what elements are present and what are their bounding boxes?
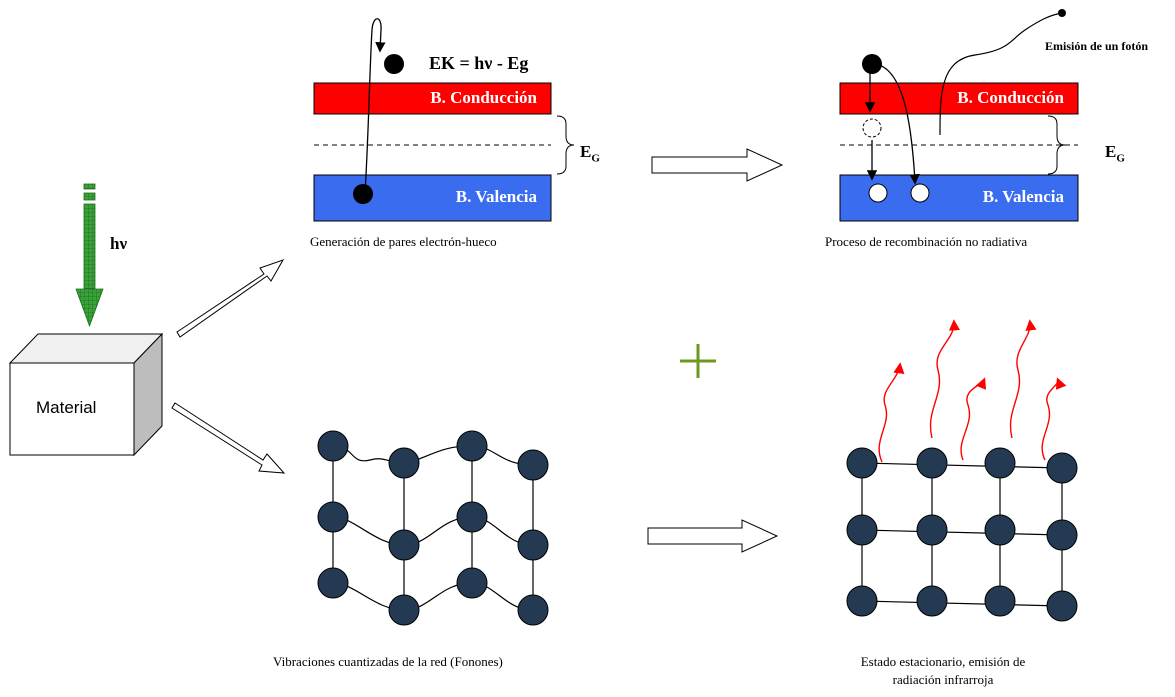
conduction-band-right: B. Conducción — [957, 88, 1064, 107]
valence-band-left: B. Valencia — [455, 187, 537, 206]
hollow-arrow-up — [176, 259, 285, 338]
photon-label: hν — [110, 234, 128, 253]
caption-stationary-line1: Estado estacionario, emisión de — [860, 654, 1026, 669]
caption-recombination: Proceso de recombinación no radiativa — [825, 234, 1028, 249]
photon-arrow — [75, 183, 104, 328]
material-cube — [8, 332, 164, 457]
phonon-atoms — [317, 430, 549, 626]
gap-label-right: EG — [1105, 142, 1125, 165]
band-diagram-generation — [313, 18, 575, 222]
stationary-lattice — [861, 462, 1063, 607]
gap-label-left: EG — [580, 142, 600, 165]
conduction-band-left: B. Conducción — [430, 88, 537, 107]
caption-phonons: Vibraciones cuantizadas de la red (Fonon… — [273, 654, 503, 669]
photon-emission-label: Emisión de un fotón — [1045, 39, 1149, 53]
valence-band-right: B. Valencia — [982, 187, 1064, 206]
phonon-lattice — [332, 445, 534, 611]
material-label: Material — [36, 398, 97, 417]
hollow-arrow-top-middle — [651, 148, 784, 182]
caption-generation: Generación de pares electrón-hueco — [310, 234, 497, 249]
hollow-arrow-bottom-middle — [647, 519, 779, 553]
band-diagram-recombination — [839, 9, 1079, 222]
caption-stationary-line2: radiación infrarroja — [892, 672, 994, 687]
plus-symbol — [680, 344, 716, 378]
hollow-arrow-down — [171, 402, 286, 474]
formula-label: EK = hν - Eg — [429, 53, 529, 73]
infrared-arrows — [878, 319, 1067, 463]
stationary-atoms — [846, 447, 1078, 622]
